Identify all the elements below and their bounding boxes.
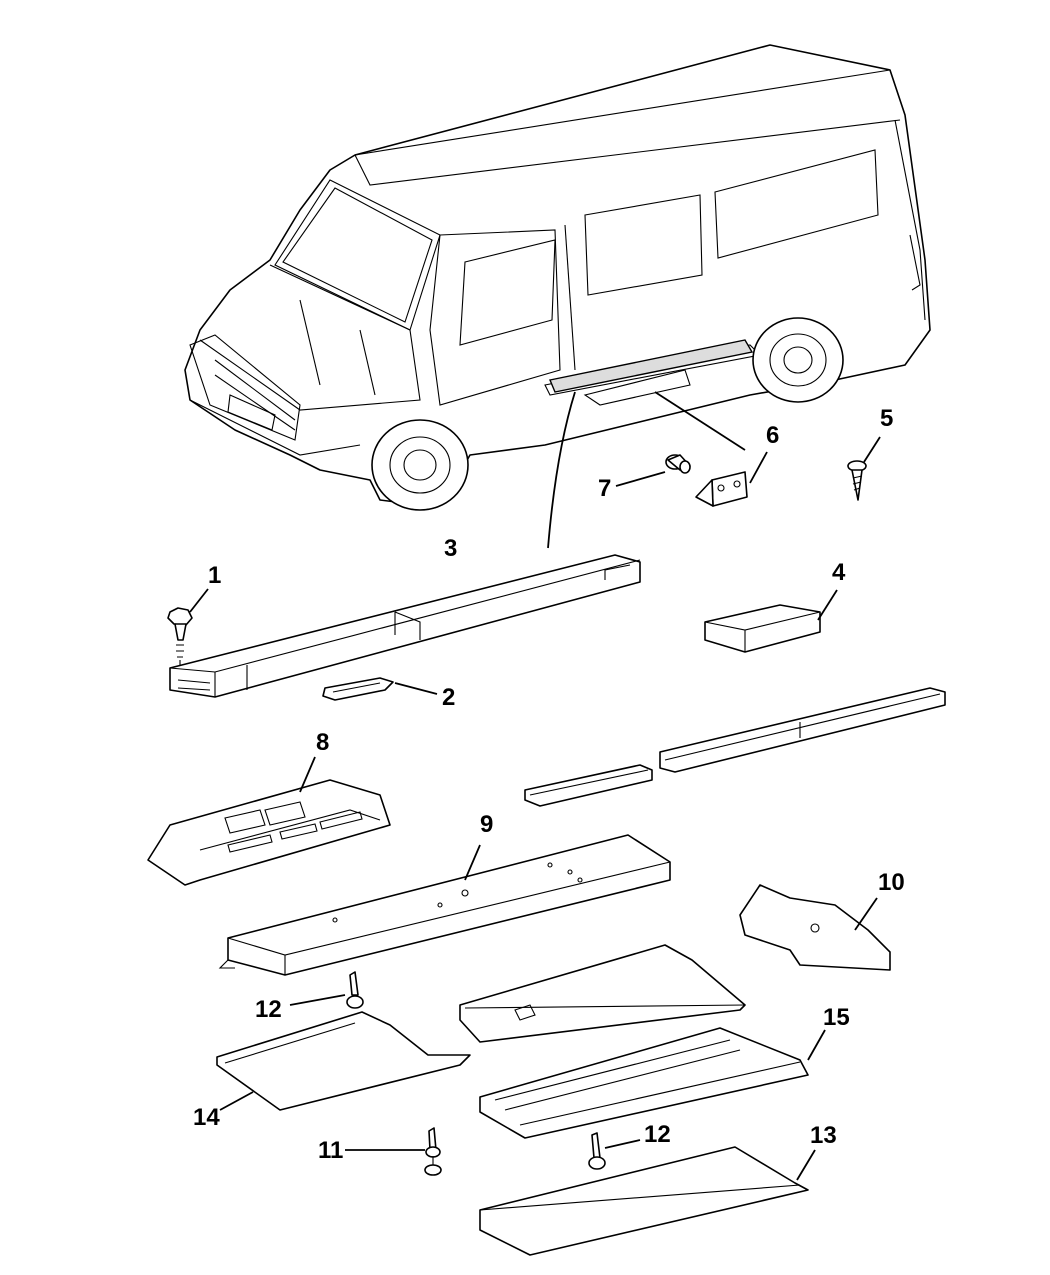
callout-10: 10 [878, 869, 905, 896]
callout-3: 3 [444, 535, 457, 562]
part-15-rail [479, 1027, 826, 1139]
callout-15: 15 [823, 1004, 850, 1031]
part-11-bolt [345, 1127, 442, 1176]
tray-plate-middle [459, 944, 746, 1043]
part-1-bolt [167, 588, 209, 665]
callout-12-upper: 12 [255, 996, 282, 1023]
part-3-rail [169, 554, 641, 698]
assembly-arrow [547, 391, 576, 549]
callout-5: 5 [880, 405, 893, 432]
part-7-clip [615, 454, 691, 487]
part-13-tray [479, 1146, 816, 1256]
callout-12-lower: 12 [644, 1121, 671, 1148]
part-10-cover [739, 884, 891, 971]
part-4-block [704, 589, 838, 653]
part-5-screw [847, 436, 881, 501]
callout-13: 13 [810, 1122, 837, 1149]
van-illustration [184, 44, 931, 511]
callout-6: 6 [766, 422, 779, 449]
part-12-screw-lower [588, 1132, 641, 1170]
part-14-tray [216, 1011, 471, 1111]
callout-11: 11 [318, 1137, 343, 1164]
side-rail-long [659, 687, 946, 773]
callout-8: 8 [316, 729, 329, 756]
callout-1: 1 [208, 562, 221, 589]
callout-7: 7 [598, 475, 611, 502]
callout-4: 4 [832, 559, 846, 586]
part-6-bracket [695, 451, 768, 507]
callout-14: 14 [193, 1104, 220, 1131]
callout-9: 9 [480, 811, 493, 838]
side-rail-short [524, 764, 653, 807]
assembly-arrow [654, 391, 746, 451]
part-9-plate [218, 834, 671, 976]
part-12-screw-upper [289, 971, 364, 1009]
part-8-housing [147, 756, 391, 886]
callout-2: 2 [442, 684, 455, 711]
part-2-grommet [322, 677, 438, 701]
